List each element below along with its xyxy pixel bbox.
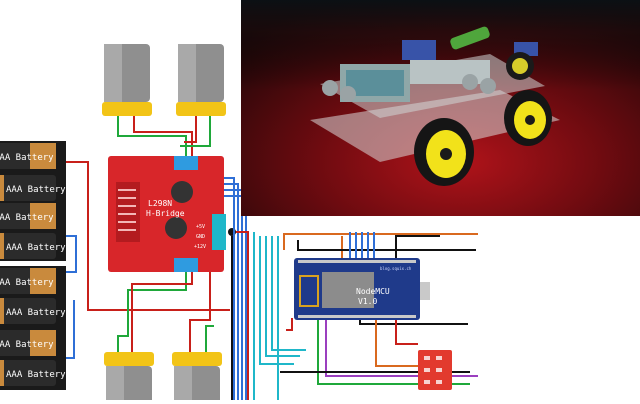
nodemcu-title: NodeMCU (356, 287, 390, 296)
svg-text:AAA Battery: AAA Battery (6, 243, 66, 253)
battery-wires (66, 161, 230, 359)
motor-wires (117, 116, 214, 352)
svg-text:AAA Battery: AAA Battery (6, 185, 66, 195)
level-shifter-board (418, 350, 452, 390)
battery-cell: AAA Battery (0, 233, 66, 259)
hbridge-pin-gnd: GND (196, 234, 205, 240)
battery-cell: AAA Battery (0, 360, 66, 386)
motor-bottom-right (172, 352, 222, 404)
hbridge-pin-12v: +12V (194, 244, 206, 250)
nodemcu-version: V1.0 (358, 297, 377, 306)
power-wires (231, 231, 249, 400)
svg-text:AAA Battery: AAA Battery (6, 370, 66, 380)
motor-top-left (102, 44, 152, 116)
hbridge-title-1: L298N (148, 199, 172, 208)
motor-bottom-left (104, 352, 154, 404)
signal-wires-cyan (253, 232, 306, 400)
battery-cell: AAA Battery (0, 330, 56, 356)
svg-text:AAA Battery: AAA Battery (0, 278, 54, 288)
battery-pack-bottom: AAA Battery AAA Battery AAA Battery AAA … (0, 266, 66, 390)
battery-cell: AAA Battery (0, 298, 66, 324)
hbridge-pin-5v: +5V (196, 224, 205, 230)
battery-cell: AAA Battery (0, 203, 56, 229)
wheel-icon (504, 90, 552, 146)
wheel-icon (506, 52, 534, 80)
nodemcu-site: blog.squix.ch (380, 266, 412, 271)
hbridge-title-2: H-Bridge (146, 209, 185, 218)
l298n-hbridge-board: L298N H-Bridge +5V GND +12V (108, 156, 236, 272)
battery-cell: AAA Battery (0, 143, 56, 169)
battery-pack-top: AAA Battery AAA Battery AAA Battery AAA … (0, 141, 66, 261)
motor-top-right (176, 44, 226, 116)
ultrasonic-sensor-icon (322, 74, 496, 102)
svg-text:AAA Battery: AAA Battery (6, 308, 66, 318)
battery-cell: AAA Battery (0, 268, 56, 294)
svg-text:AAA Battery: AAA Battery (0, 340, 54, 350)
robot-car-photo (241, 0, 640, 216)
svg-text:AAA Battery: AAA Battery (0, 213, 54, 223)
battery-cell: AAA Battery (0, 175, 66, 201)
nodemcu-board: NodeMCU V1.0 blog.squix.ch (294, 258, 430, 320)
wheel-icon (414, 118, 474, 186)
svg-text:AAA Battery: AAA Battery (0, 153, 54, 163)
